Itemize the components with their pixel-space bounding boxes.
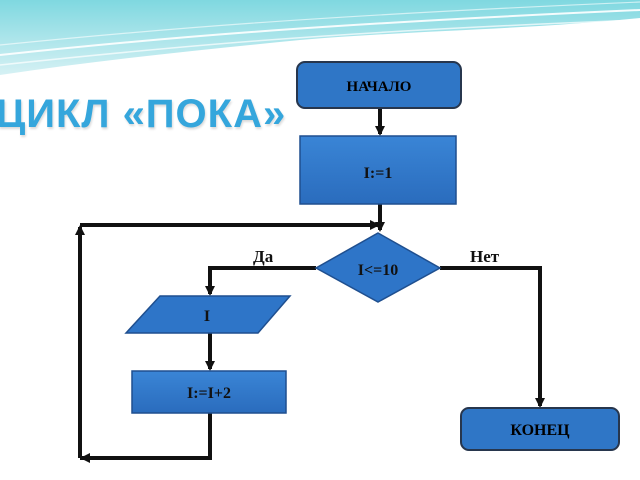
start-label: НАЧАЛО (347, 79, 412, 95)
increment-label: I:=I+2 (187, 385, 231, 402)
connectors (75, 108, 545, 463)
end-block: КОНЕЦ (460, 407, 620, 451)
end-label: КОНЕЦ (510, 422, 570, 439)
no-branch (440, 266, 545, 408)
loop-back-bottom (80, 413, 212, 460)
init-label: I:=1 (364, 165, 393, 182)
wave-line-3 (0, 1, 640, 46)
wave-band (0, 0, 640, 75)
yes-branch (205, 266, 316, 296)
output-label: I (204, 308, 210, 325)
no-label: Нет (470, 247, 500, 266)
start-block: НАЧАЛО (296, 61, 462, 109)
condition-label: I<=10 (358, 262, 398, 279)
output-block: I (124, 295, 292, 334)
wave-line-1 (0, 9, 640, 56)
yes-label: Да (253, 247, 274, 266)
increment-block: I:=I+2 (131, 370, 287, 414)
init-block: I:=1 (299, 135, 457, 205)
condition-block: I<=10 (314, 232, 442, 303)
slide-title: ЦИКЛ «ПОКА» (0, 92, 287, 136)
wave-line-2 (0, 19, 640, 66)
